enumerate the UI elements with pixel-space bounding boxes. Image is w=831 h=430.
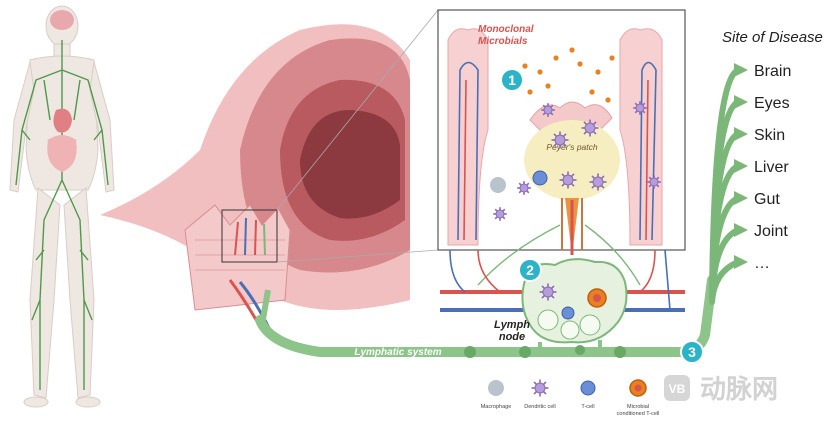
step-badge-1: 1	[500, 68, 524, 92]
arrow-head-icon	[734, 127, 748, 141]
dendritic-cell-icon	[493, 207, 507, 221]
legend-label: Dendritic cell	[524, 404, 555, 410]
arrow-head-icon	[734, 191, 748, 205]
dendritic-cell-icon	[531, 379, 549, 397]
macrophage-icon	[488, 380, 504, 396]
wall-zoom-box	[221, 9, 439, 263]
human-figure	[9, 5, 115, 408]
legend-label: T-cell	[581, 404, 594, 410]
brain-mini-icon	[50, 10, 74, 30]
step-badges: 1 2 3	[500, 68, 704, 364]
legend-item: Dendritic cell	[524, 379, 556, 410]
site-item: Liver	[754, 159, 789, 176]
intestine-illustration	[100, 9, 439, 331]
site-of-disease: Site of Disease BrainEyesSkinLiverGutJoi…	[722, 29, 823, 272]
site-item: Brain	[754, 63, 791, 80]
conditioned-t-cell-icon	[587, 288, 607, 308]
step-badge-3: 3	[680, 340, 704, 364]
t-cell-icon	[580, 380, 596, 396]
step-number: 2	[526, 262, 534, 278]
human-organs	[47, 108, 77, 172]
site-item: Gut	[754, 191, 780, 208]
dendritic-cell-icon	[541, 103, 555, 117]
disease-branches	[709, 63, 748, 305]
site-of-disease-title: Site of Disease	[722, 29, 823, 46]
peyers-patch: Peyer's patch	[524, 120, 620, 200]
watermark-logo-icon: VB	[669, 382, 686, 396]
macrophage-icon	[490, 177, 506, 193]
step-number: 1	[508, 72, 516, 88]
dendritic-cell-icon	[539, 283, 557, 301]
dendritic-cell-icon	[633, 101, 647, 115]
arrow-head-icon	[734, 223, 748, 237]
arrow-head-icon	[734, 255, 748, 269]
legend-label: Macrophage	[481, 404, 512, 410]
t-cell-icon	[532, 170, 548, 186]
peyers-patch-label: Peyer's patch	[546, 142, 598, 152]
watermark: VB 动脉网	[664, 374, 778, 404]
lymphatic-path: Lymphatic system	[255, 275, 717, 358]
site-item: Joint	[754, 223, 788, 240]
step-number: 3	[688, 344, 696, 360]
watermark-text: 动脉网	[700, 374, 778, 404]
arrow-head-icon	[734, 95, 748, 109]
dendritic-cells-inset	[493, 101, 661, 221]
microbes-cluster	[522, 47, 615, 103]
dendritic-cell-icon	[551, 131, 569, 149]
dendritic-cell-icon	[589, 173, 607, 191]
microbe-icon	[522, 47, 615, 103]
t-cell-icon	[561, 306, 575, 320]
dendritic-cell-icon	[559, 171, 577, 189]
conditioned-t-cell-icon	[629, 379, 647, 397]
step-badge-2: 2	[518, 258, 542, 282]
dendritic-cell-icon	[647, 175, 661, 189]
dendritic-cell-icon	[517, 181, 531, 195]
dendritic-cell-icon	[581, 119, 599, 137]
arrow-head-icon	[734, 63, 748, 77]
legend-item: T-cell	[580, 380, 596, 410]
site-item: …	[754, 255, 770, 272]
site-item: Skin	[754, 127, 785, 144]
lymphatic-system-label: Lymphatic system	[354, 347, 441, 358]
arrow-head-icon	[734, 159, 748, 173]
site-item: Eyes	[754, 95, 790, 112]
legend-item: Macrophage	[481, 380, 512, 410]
